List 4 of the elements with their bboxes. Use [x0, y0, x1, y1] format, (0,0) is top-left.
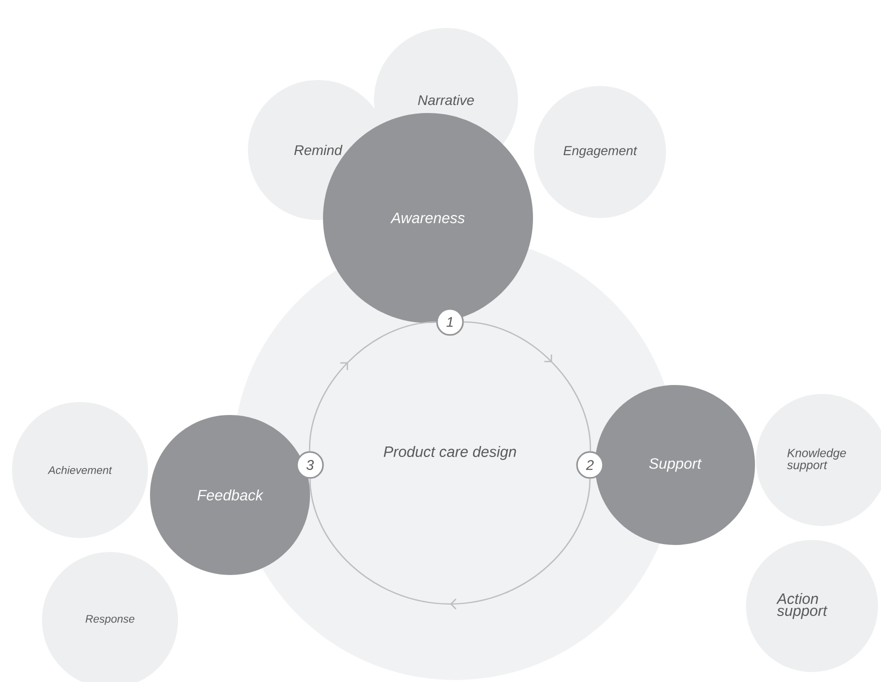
center-label: Product care design — [384, 446, 516, 460]
step-number-badge: 1 — [436, 308, 464, 336]
step-number-badge: 2 — [576, 451, 604, 479]
step-number-badge: 3 — [296, 451, 324, 479]
